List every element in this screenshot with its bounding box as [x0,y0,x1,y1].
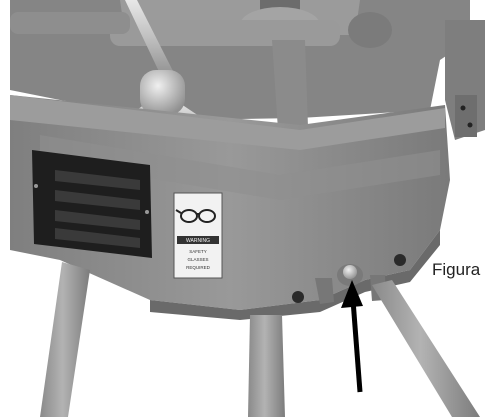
label-header: WARNING [186,238,210,244]
cabinet [10,95,450,320]
arrow-icon [341,280,363,393]
figure-caption: Figura [432,260,481,279]
label-line-3: REQUIRED [186,265,211,270]
safety-glasses-label: WARNING SAFETY GLASSES REQUIRED [173,192,223,279]
label-line-2: GLASSES [187,257,208,262]
label-line-1: SAFETY [189,249,207,254]
vent-panel [32,150,152,258]
safety-glasses-icon [175,209,216,223]
legs [40,262,480,417]
